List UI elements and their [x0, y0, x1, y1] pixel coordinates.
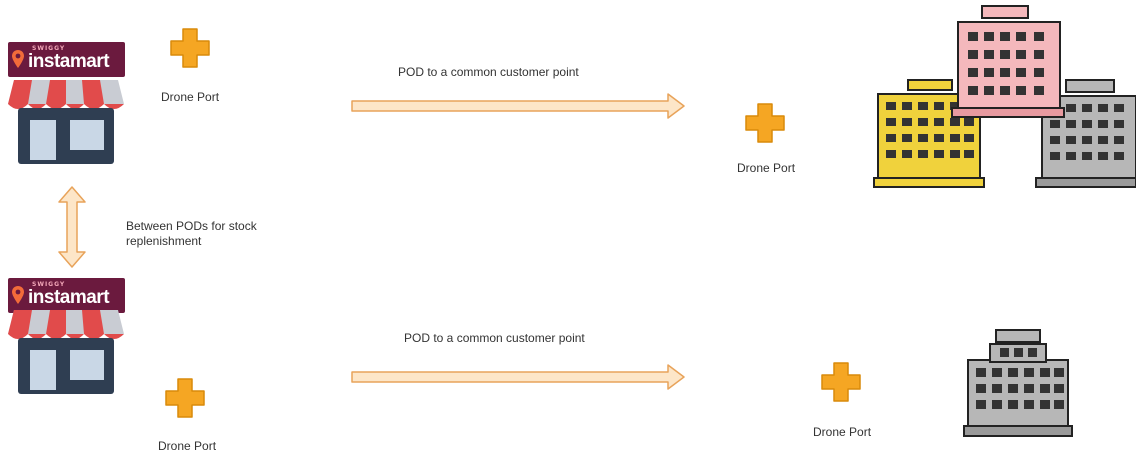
drone-port-icon: [165, 378, 205, 418]
double-arrow-icon: [58, 186, 86, 268]
instamart-logo: SWIGGY instamart: [8, 278, 125, 313]
arrow-right-icon: [351, 93, 685, 119]
drone-port-label: Drone Port: [158, 439, 217, 453]
storefront-icon: [8, 310, 124, 394]
building-grey-icon: [963, 329, 1073, 437]
storefront-icon: [8, 80, 124, 164]
drone-port-icon: [170, 28, 210, 68]
arrow-right-icon: [351, 364, 685, 390]
arrow-top-label: POD to a common customer point: [398, 65, 579, 79]
instamart-logo: SWIGGY instamart: [8, 42, 125, 77]
building-pink: [951, 5, 1065, 118]
buildings-cluster-icon: [873, 5, 1136, 188]
store-top: SWIGGY instamart: [4, 42, 125, 182]
drone-port-label: Drone Port: [737, 161, 796, 175]
location-pin-icon: [12, 286, 24, 304]
drone-port-label: Drone Port: [161, 90, 220, 104]
drone-port-label: Drone Port: [813, 425, 872, 439]
drone-port-icon: [821, 362, 861, 402]
building-grey: [1035, 79, 1136, 188]
building-yellow: [873, 79, 985, 188]
between-pods-label: Between PODs for stock replenishment: [126, 219, 257, 248]
store-bottom: SWIGGY instamart: [4, 278, 125, 418]
arrow-bottom-label: POD to a common customer point: [404, 331, 585, 345]
location-pin-icon: [12, 50, 24, 68]
drone-port-icon: [745, 103, 785, 143]
